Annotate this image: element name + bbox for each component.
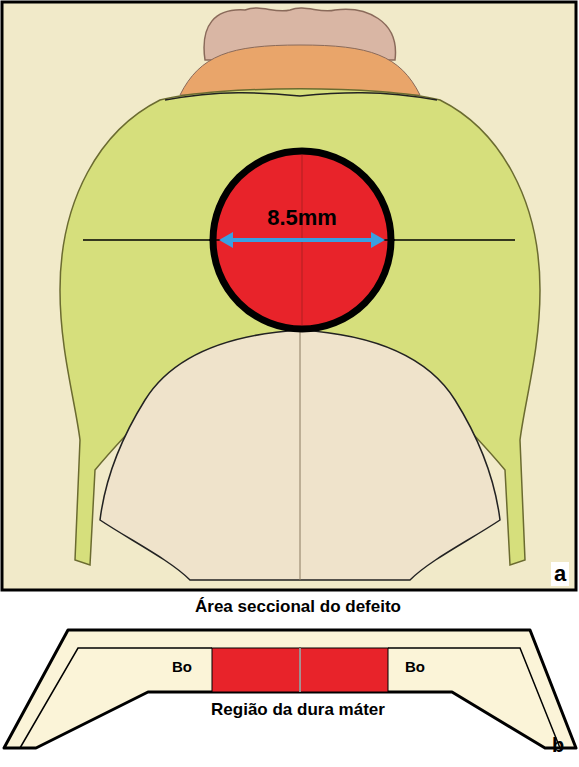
bone-label: Bo <box>172 659 192 676</box>
measurement-line <box>83 239 212 241</box>
bone-label: Bo <box>405 659 425 676</box>
defect-circle: 8.5mm <box>209 147 395 333</box>
suture <box>165 93 437 100</box>
defect-circle-shape <box>213 151 391 329</box>
dimension-label: 8.5mm <box>267 206 337 230</box>
midline-suture <box>300 330 301 580</box>
bone-inner-line <box>20 648 212 748</box>
bone-section <box>4 630 576 748</box>
section-title: Área seccional do defeito <box>195 598 401 617</box>
region-label: Região da dura máter <box>211 701 385 720</box>
midline <box>299 648 301 692</box>
panel-letter: a <box>551 562 569 586</box>
defect-area <box>212 648 300 692</box>
circle-outline <box>209 147 395 333</box>
bone-inner-line <box>388 648 560 748</box>
dimension-arrow <box>229 238 375 242</box>
measurement-line <box>209 239 395 241</box>
arrowhead <box>219 232 233 248</box>
defect-area <box>300 648 388 692</box>
parietal-bone <box>100 330 500 580</box>
nasal-bone <box>180 45 420 95</box>
arrowhead <box>371 232 385 248</box>
measurement-line <box>392 239 515 241</box>
panel-frame <box>2 2 576 590</box>
panel-letter: b <box>552 734 564 756</box>
